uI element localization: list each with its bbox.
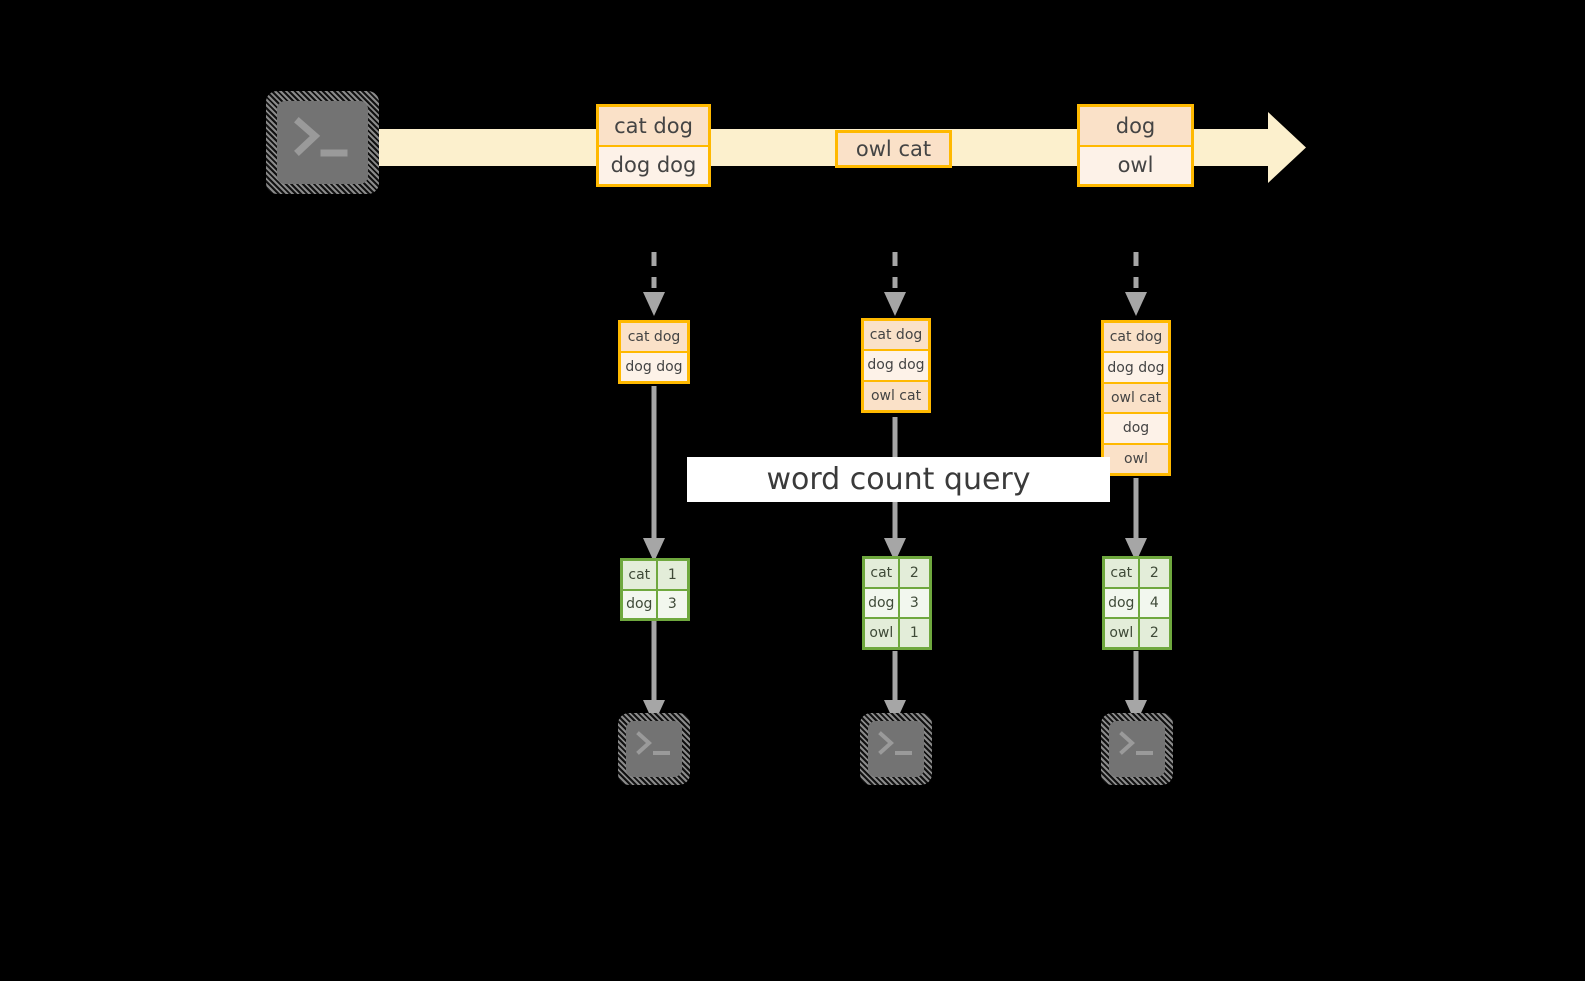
dashed-feed-2-head	[884, 292, 906, 316]
stream-event-3-row-2: owl	[1080, 144, 1191, 184]
snapshot-3-sink-screen	[1109, 721, 1165, 777]
snapshot-3-result-row-1: cat 2	[1105, 559, 1169, 587]
snapshot-1-result-count-1: 1	[657, 561, 687, 589]
snapshot-2-result-count-1: 2	[899, 559, 929, 587]
word-count-query-banner: word count query	[687, 457, 1110, 502]
snapshot-2-result[interactable]: cat 2 dog 3 owl 1	[862, 556, 932, 650]
stream-event-1-row-1: cat dog	[599, 107, 708, 145]
snapshot-3-sink-terminal[interactable]	[1101, 713, 1173, 785]
snapshot-2-result-word-1: cat	[865, 559, 900, 587]
stream-event-1-row-2: dog dog	[599, 144, 708, 184]
snapshot-3-result-row-2: dog 4	[1105, 587, 1169, 617]
snapshot-2-result-row-3: owl 1	[865, 617, 929, 647]
stream-event-3-row-1: dog	[1080, 107, 1191, 145]
snapshot-2-input-row-1: cat dog	[864, 321, 928, 350]
query-arrow-1-head	[643, 538, 665, 562]
snapshot-3-input-row-2: dog dog	[1104, 351, 1168, 382]
terminal-prompt-icon	[636, 731, 670, 755]
snapshot-3-input-row-3: owl cat	[1104, 381, 1168, 413]
stream-event-1[interactable]: cat dog dog dog	[596, 104, 711, 187]
snapshot-1-result-word-2: dog	[623, 590, 658, 618]
snapshot-2-sink-screen	[868, 721, 924, 777]
snapshot-2-result-row-2: dog 3	[865, 587, 929, 617]
snapshot-1-result-word-1: cat	[623, 561, 658, 589]
snapshot-3-result-count-1: 2	[1139, 559, 1169, 587]
snapshot-3-result-count-2: 4	[1139, 589, 1169, 617]
source-terminal[interactable]	[266, 91, 379, 194]
sink-arrow-3-head	[1125, 700, 1147, 724]
snapshot-2-input-row-3: owl cat	[864, 379, 928, 410]
terminal-prompt-icon	[294, 117, 348, 157]
snapshot-2-result-row-1: cat 2	[865, 559, 929, 587]
snapshot-2-input[interactable]: cat dog dog dog owl cat	[861, 318, 931, 413]
snapshot-1-input-row-2: dog dog	[621, 351, 687, 381]
snapshot-1-result[interactable]: cat 1 dog 3	[620, 558, 690, 621]
snapshot-2-result-word-3: owl	[865, 619, 900, 647]
snapshot-3-result-count-3: 2	[1139, 619, 1169, 647]
snapshot-3-result-word-3: owl	[1105, 619, 1140, 647]
snapshot-2-input-row-2: dog dog	[864, 349, 928, 380]
snapshot-3-input-row-5: owl	[1104, 442, 1168, 474]
snapshot-1-result-row-1: cat 1	[623, 561, 687, 589]
dashed-feed-1-head	[643, 292, 665, 316]
snapshot-3-result-word-2: dog	[1105, 589, 1140, 617]
snapshot-2-result-count-2: 3	[899, 589, 929, 617]
snapshot-3-result-row-3: owl 2	[1105, 617, 1169, 647]
snapshot-1-result-count-2: 3	[657, 590, 687, 618]
snapshot-3-result[interactable]: cat 2 dog 4 owl 2	[1102, 556, 1172, 650]
query-arrow-2-head	[884, 538, 906, 562]
dashed-feed-3-head	[1125, 292, 1147, 316]
terminal-prompt-icon	[1119, 731, 1153, 755]
snapshot-1-sink-terminal[interactable]	[618, 713, 690, 785]
snapshot-1-input-row-1: cat dog	[621, 323, 687, 351]
terminal-prompt-icon	[878, 731, 912, 755]
source-terminal-screen	[277, 101, 368, 184]
snapshot-3-result-word-1: cat	[1105, 559, 1140, 587]
stream-event-3[interactable]: dog owl	[1077, 104, 1194, 187]
snapshot-3-input-row-1: cat dog	[1104, 323, 1168, 352]
query-arrow-3-head	[1125, 538, 1147, 562]
sink-arrow-1-head	[643, 700, 665, 724]
stream-event-2[interactable]: owl cat	[835, 130, 952, 168]
snapshot-1-input[interactable]: cat dog dog dog	[618, 320, 690, 384]
snapshot-1-result-row-2: dog 3	[623, 588, 687, 618]
sink-arrow-2-head	[884, 700, 906, 724]
snapshot-3-input[interactable]: cat dog dog dog owl cat dog owl	[1101, 320, 1171, 476]
snapshot-3-input-row-4: dog	[1104, 412, 1168, 443]
snapshot-2-result-word-2: dog	[865, 589, 900, 617]
snapshot-1-sink-screen	[626, 721, 682, 777]
stream-event-2-row-1: owl cat	[838, 133, 949, 165]
snapshot-2-result-count-3: 1	[899, 619, 929, 647]
snapshot-2-sink-terminal[interactable]	[860, 713, 932, 785]
